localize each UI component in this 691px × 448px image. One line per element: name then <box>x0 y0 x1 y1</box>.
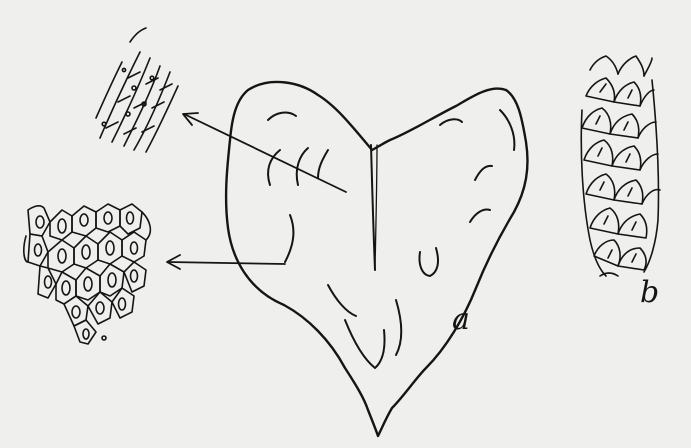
inset-elongated-cells <box>96 28 178 152</box>
midrib <box>371 145 375 270</box>
midrib-inner <box>375 145 377 270</box>
arrow-lower-shaft <box>168 262 285 264</box>
inset-polygonal-cells <box>24 204 151 344</box>
arrow-lower <box>167 255 285 269</box>
leaf-outline <box>226 82 527 436</box>
fold-8 <box>396 300 401 355</box>
fold-13 <box>500 110 514 150</box>
leaf-a <box>226 82 527 436</box>
fold-3 <box>318 150 328 178</box>
fold-12 <box>470 210 490 223</box>
fold-10 <box>440 119 462 125</box>
fold-11 <box>475 166 492 180</box>
fold-4 <box>268 113 296 120</box>
fold-9 <box>419 248 438 276</box>
arrow-upper <box>183 113 346 192</box>
fold-5 <box>285 215 293 262</box>
fold-2 <box>297 148 308 185</box>
label-b: b <box>640 278 659 308</box>
label-a: a <box>452 305 470 335</box>
arrow-upper-shaft <box>184 114 346 192</box>
shoot-b <box>581 56 660 276</box>
fold-6 <box>328 285 356 316</box>
fold-7 <box>345 320 385 368</box>
